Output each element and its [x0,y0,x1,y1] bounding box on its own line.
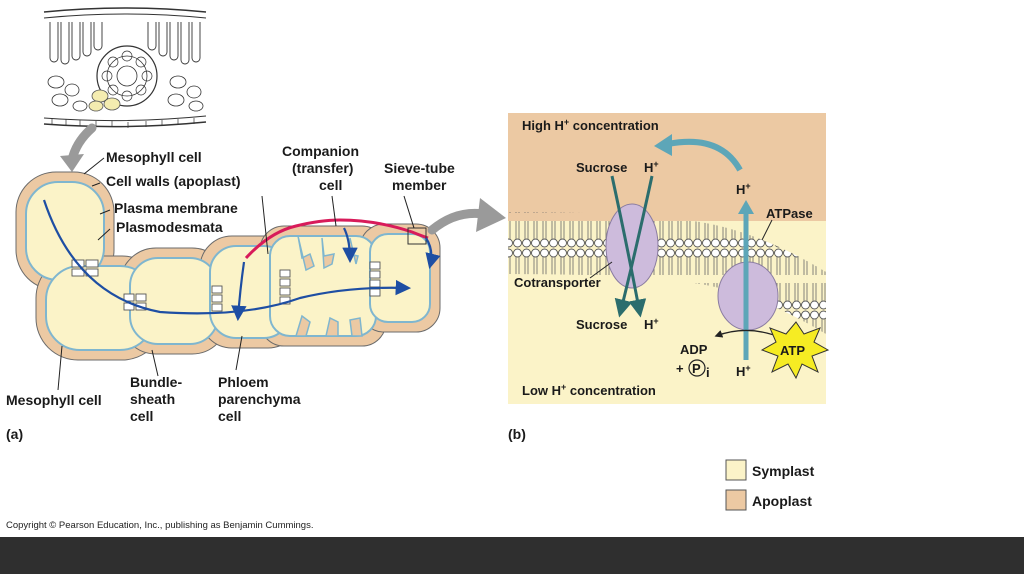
h-top-cotransport: H+ [644,159,659,175]
panel-b-tag: (b) [508,426,526,442]
label-cell-walls: Cell walls (apoplast) [106,173,241,189]
label-companion-2: (transfer) [292,160,353,176]
pi-circle [688,359,706,377]
adp-label: ADP [680,342,708,357]
legend-swatch-apoplast [725,489,747,511]
label-bundle-3: cell [130,408,153,424]
panel-b [508,113,830,404]
plus-label: + [676,361,684,376]
copyright-text: Copyright © Pearson Education, Inc., pub… [6,520,313,531]
pi-label: P [692,361,701,376]
sucrose-transport-line [610,175,647,318]
h-atpase-top: H+ [736,181,751,197]
inset-box [407,227,427,245]
cotransporter-label: Cotransporter [514,275,601,290]
labels-a: Mesophyll cell Cell walls (apoplast) Pla… [6,143,455,442]
pi-subscript: i [706,365,710,380]
low-h-label: Low H+ concentration [522,382,656,398]
h-atpase-bottom: H+ [736,363,751,379]
sucrose-bottom-label: Sucrose [576,317,627,332]
label-companion-3: cell [319,177,342,193]
atp-label: ATP [780,343,805,358]
labels-b: High H+ concentration Sucrose H+ H+ ATPa… [508,117,813,442]
apoplast-region [508,113,826,221]
h-bottom-cotransport: H+ [644,316,659,332]
legend: Symplast Apoplast [725,459,815,511]
sucrose-path [244,218,429,260]
label-mesophyll-bottom: Mesophyll cell [6,392,102,408]
cotransporter-protein [605,203,659,289]
label-plasmodesmata: Plasmodesmata [116,219,223,235]
flow-arrow-2 [342,227,358,264]
high-h-label: High H+ concentration [522,117,659,133]
legend-symplast-label: Symplast [752,463,815,479]
label-bundle-1: Bundle- [130,374,182,390]
label-phloem-1: Phloem [218,374,269,390]
proton-return-arrow [667,138,743,172]
atp-burst [760,321,830,380]
panel-a-tag: (a) [6,426,23,442]
proton-transport-line [614,175,654,318]
flow-arrow-main [42,199,412,315]
label-mesophyll-top: Mesophyll cell [106,149,202,165]
flow-arrow-1 [231,261,247,322]
atpase-label: ATPase [766,206,813,221]
label-sieve-2: member [392,177,447,193]
leaf-cross-section [42,7,208,136]
flow-arrow-3 [425,237,441,269]
label-sieve-1: Sieve-tube [384,160,455,176]
legend-swatch-symplast [725,459,747,481]
sucrose-top-label: Sucrose [576,160,627,175]
cell-chain [15,171,441,361]
label-plasma-membrane: Plasma membrane [114,200,238,216]
leader-lines-a [57,157,415,391]
bottom-bar [0,537,1024,574]
zoom-arrow-b [427,208,489,235]
label-companion-1: Companion [282,143,359,159]
label-bundle-2: sheath [130,391,175,407]
legend-apoplast-label: Apoplast [752,493,812,509]
label-phloem-3: cell [218,408,241,424]
label-phloem-2: parenchyma [218,391,301,407]
